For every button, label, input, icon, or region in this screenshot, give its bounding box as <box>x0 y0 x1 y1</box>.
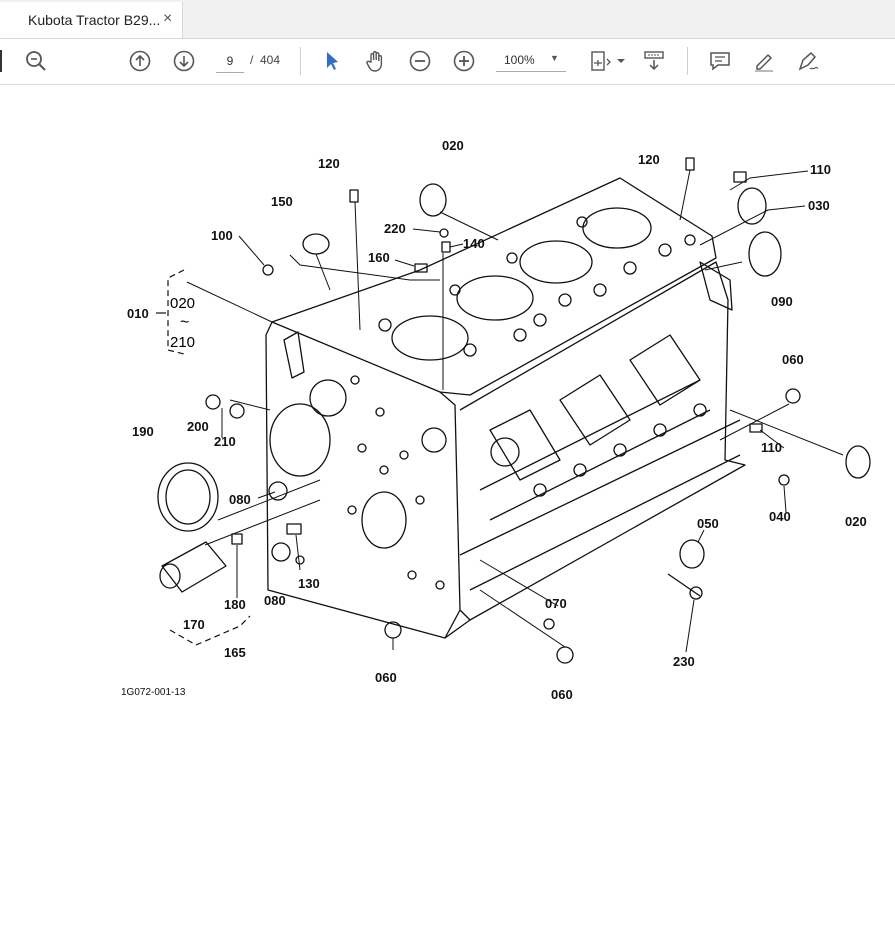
page-number-input[interactable] <box>216 50 244 73</box>
callout-label: 080 <box>229 492 251 507</box>
toolbar-edge-marker <box>0 50 2 72</box>
highlight-pen-icon[interactable] <box>752 49 776 73</box>
callout-label: 030 <box>808 198 830 213</box>
callout-label: 170 <box>183 617 205 632</box>
zoom-level-select[interactable]: 100% ▼ <box>496 50 566 72</box>
callout-label: 060 <box>375 670 397 685</box>
zoom-caret-icon: ▼ <box>550 53 559 63</box>
callout-label: 160 <box>368 250 390 265</box>
callout-label: 110 <box>761 440 782 455</box>
callout-label: 165 <box>224 645 246 660</box>
page-total: 404 <box>260 53 281 67</box>
callout-label: 090 <box>771 294 793 309</box>
figure-id: 1G072-001-13 <box>121 687 186 698</box>
callout-label: 060 <box>782 352 804 367</box>
callout-label: 150 <box>271 194 293 209</box>
draw-sign-icon[interactable] <box>796 49 820 73</box>
scroll-mode-icon[interactable] <box>642 49 666 73</box>
callout-label: 040 <box>769 509 791 524</box>
tab-bar: Kubota Tractor B29... × <box>0 0 895 39</box>
callout-label: 190 <box>132 424 154 439</box>
callout-label: 180 <box>224 597 246 612</box>
zoom-search-icon[interactable] <box>24 49 48 73</box>
callout-label: 110 <box>810 162 831 177</box>
previous-page-icon[interactable] <box>128 49 152 73</box>
zoom-level-value: 100% <box>504 53 535 67</box>
callout-label: 020 <box>442 138 464 153</box>
toolbar-divider <box>687 47 688 75</box>
select-cursor-icon[interactable] <box>320 49 344 73</box>
bracket-end-label: 210 <box>170 334 195 351</box>
callout-labels: 020 120 120 110 030 150 220 140 100 160 … <box>127 138 867 702</box>
callout-label: 140 <box>463 236 485 251</box>
zoom-in-icon[interactable] <box>452 49 476 73</box>
page-separator: / <box>250 53 254 67</box>
tab-title: Kubota Tractor B29... <box>28 12 161 28</box>
fit-page-icon[interactable] <box>588 49 612 73</box>
engine-block-diagram: 020 ~ 210 020 120 120 110 030 150 220 14… <box>121 138 871 702</box>
next-page-icon[interactable] <box>172 49 196 73</box>
callout-label: 120 <box>318 156 340 171</box>
callout-label: 020 <box>845 514 867 529</box>
callout-label: 120 <box>638 152 660 167</box>
bracket-start-label: 020 <box>170 295 195 312</box>
callout-label: 220 <box>384 221 406 236</box>
hand-tool-icon[interactable] <box>364 49 388 73</box>
callout-label: 130 <box>298 576 320 591</box>
fit-caret-icon[interactable] <box>609 49 625 73</box>
document-tab[interactable]: Kubota Tractor B29... × <box>0 2 183 38</box>
tab-close-icon[interactable]: × <box>163 10 173 27</box>
callout-label: 200 <box>187 419 209 434</box>
callout-label: 010 <box>127 306 149 321</box>
bracket-165 <box>169 615 251 646</box>
callout-label: 230 <box>673 654 695 669</box>
callout-label: 060 <box>551 687 573 702</box>
document-page: 020 ~ 210 020 120 120 110 030 150 220 14… <box>0 85 895 934</box>
zoom-out-icon[interactable] <box>408 49 432 73</box>
bracket-tilde: ~ <box>180 314 189 331</box>
callout-label: 100 <box>211 228 233 243</box>
comment-icon[interactable] <box>708 49 732 73</box>
bracket-010 <box>167 269 185 355</box>
callout-label: 050 <box>697 516 719 531</box>
toolbar-divider <box>300 47 301 75</box>
pdf-toolbar: / 404 100% ▼ <box>0 39 895 85</box>
callout-label: 070 <box>545 596 567 611</box>
callout-label: 210 <box>214 434 236 449</box>
callout-label: 080 <box>264 593 286 608</box>
